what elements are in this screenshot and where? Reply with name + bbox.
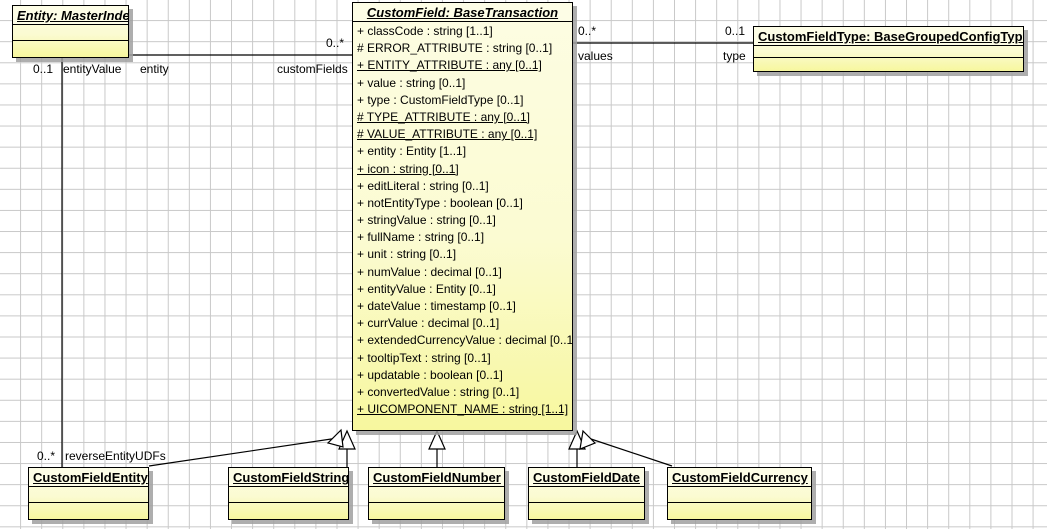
class-attribute-row: + tooltipText : string [0..1]	[357, 350, 491, 365]
class-customfielddate-title: CustomFieldDate	[529, 468, 644, 487]
edge-gen-customfieldcurrency	[587, 437, 673, 467]
class-attribute-row: + convertedValue : string [0..1]	[357, 384, 520, 399]
class-customfield-attributes: + classCode : string [1..1] # ERROR_ATTRI…	[353, 22, 572, 420]
class-attribute-row: + entityValue : Entity [0..1]	[357, 281, 496, 296]
class-customfielddate[interactable]: CustomFieldDate	[528, 467, 645, 520]
class-customfieldnumber-title: CustomFieldNumber	[369, 468, 504, 487]
class-customfieldnumber-attributes-compartment	[369, 487, 504, 503]
class-customfieldcurrency-operations-compartment	[668, 503, 811, 517]
class-attribute-row: + fullName : string [0..1]	[357, 230, 485, 245]
class-customfieldcurrency[interactable]: CustomFieldCurrency	[667, 467, 812, 520]
class-entity-masterindex-title: Entity: MasterIndex	[13, 6, 128, 25]
label-reverse-role: reverseEntityUDFs	[65, 449, 166, 463]
class-attribute-row: + currValue : decimal [0..1]	[357, 316, 500, 331]
class-customfielddate-operations-compartment	[529, 503, 644, 517]
class-attribute-row: # VALUE_ATTRIBUTE : any [0..1]	[357, 127, 538, 142]
label-values-multiplicity: 0..*	[578, 24, 597, 38]
class-attribute-row: + updatable : boolean [0..1]	[357, 367, 503, 382]
class-customfield-title: CustomField: BaseTransaction	[353, 3, 572, 22]
class-customfieldstring-operations-compartment	[229, 503, 348, 517]
class-customfieldstring-title: CustomFieldString	[229, 468, 348, 487]
class-attribute-row: + classCode : string [1..1]	[357, 24, 493, 38]
label-entity-source-role: entityValue	[63, 62, 122, 76]
class-attribute-row: + notEntityType : boolean [0..1]	[357, 195, 523, 210]
class-customfieldstring-attributes-compartment	[229, 487, 348, 503]
edge-gen-customfieldentity	[148, 437, 339, 467]
class-attribute-row: + editLiteral : string [0..1]	[357, 178, 489, 193]
label-values-role: values	[578, 49, 613, 63]
label-reverse-multiplicity: 0..*	[37, 449, 56, 463]
generalization-arrow-currency	[579, 429, 597, 450]
label-customfields-role: customFields	[277, 62, 348, 76]
label-type-multiplicity: 0..1	[725, 24, 746, 38]
class-attribute-row: + ENTITY_ATTRIBUTE : any [0..1]	[357, 58, 542, 73]
class-attribute-row: + numValue : decimal [0..1]	[357, 264, 502, 279]
class-customfielddate-attributes-compartment	[529, 487, 644, 503]
class-attribute-row: + unit : string [0..1]	[357, 247, 457, 262]
class-customfieldentity-attributes-compartment	[29, 487, 148, 503]
label-entity-source-multiplicity: 0..1	[33, 62, 54, 76]
class-entity-attributes-compartment	[13, 25, 128, 41]
label-type-role: type	[723, 49, 746, 63]
class-attribute-row: + type : CustomFieldType [0..1]	[357, 92, 524, 107]
class-attribute-row: + dateValue : timestamp [0..1]	[357, 299, 516, 313]
class-attribute-row: + extendedCurrencyValue : decimal [0..1]	[357, 333, 573, 348]
class-customfieldnumber-operations-compartment	[369, 503, 504, 517]
class-customfieldtype-title: CustomFieldType: BaseGroupedConfigType	[754, 27, 1023, 46]
class-customfieldnumber[interactable]: CustomFieldNumber	[368, 467, 505, 520]
class-attribute-row: + value : string [0..1]	[357, 75, 466, 90]
generalization-arrow-entity	[326, 428, 344, 448]
generalization-arrow-number	[428, 429, 446, 450]
class-attribute-row: + UICOMPONENT_NAME : string [1..1]	[357, 402, 569, 417]
label-customfields-multiplicity: 0..*	[326, 36, 345, 50]
label-entity-role-entity: entity	[140, 62, 169, 76]
class-attribute-row: + icon : string [0..1]	[357, 161, 459, 176]
class-customfieldcurrency-title: CustomFieldCurrency	[668, 468, 811, 487]
class-customfieldtype-operations-compartment	[754, 58, 1023, 68]
class-attribute-row: # ERROR_ATTRIBUTE : string [0..1]	[357, 41, 553, 56]
class-customfieldentity-operations-compartment	[29, 503, 148, 517]
class-customfieldcurrency-attributes-compartment	[668, 487, 811, 503]
class-entity-operations-compartment	[13, 41, 128, 55]
class-customfieldentity[interactable]: CustomFieldEntity	[28, 467, 149, 520]
class-customfieldtype-attributes-compartment	[754, 46, 1023, 58]
class-customfieldtype-basegroupedconfigtype[interactable]: CustomFieldType: BaseGroupedConfigType	[753, 26, 1024, 72]
class-customfieldstring[interactable]: CustomFieldString	[228, 467, 349, 520]
class-attribute-row: # TYPE_ATTRIBUTE : any [0..1]	[357, 109, 530, 124]
class-customfieldentity-title: CustomFieldEntity	[29, 468, 148, 487]
class-entity-masterindex[interactable]: Entity: MasterIndex	[12, 5, 129, 58]
class-customfield-basetransaction[interactable]: CustomField: BaseTransaction + classCode…	[352, 2, 573, 431]
class-attribute-row: + stringValue : string [0..1]	[357, 213, 496, 228]
class-attribute-row: + entity : Entity [1..1]	[357, 144, 467, 159]
